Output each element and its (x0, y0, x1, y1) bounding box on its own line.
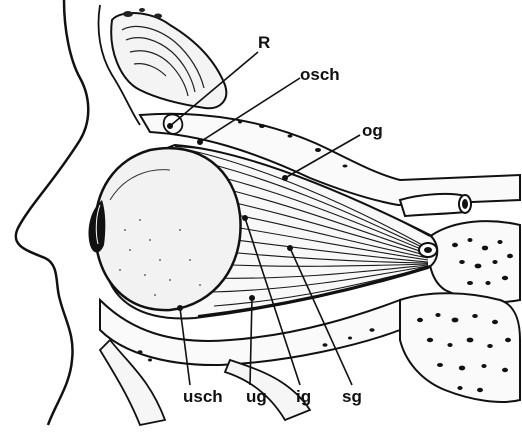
label-usch: usch (183, 387, 223, 406)
label-og: og (362, 121, 383, 140)
label-ig: ig (296, 387, 311, 406)
label-osch: osch (300, 65, 340, 84)
label-ug: ug (246, 387, 267, 406)
label-sg: sg (342, 387, 362, 406)
face-profile (16, 0, 88, 425)
cornea (89, 200, 106, 253)
optic-canal (400, 194, 471, 216)
label-r: R (258, 33, 270, 52)
